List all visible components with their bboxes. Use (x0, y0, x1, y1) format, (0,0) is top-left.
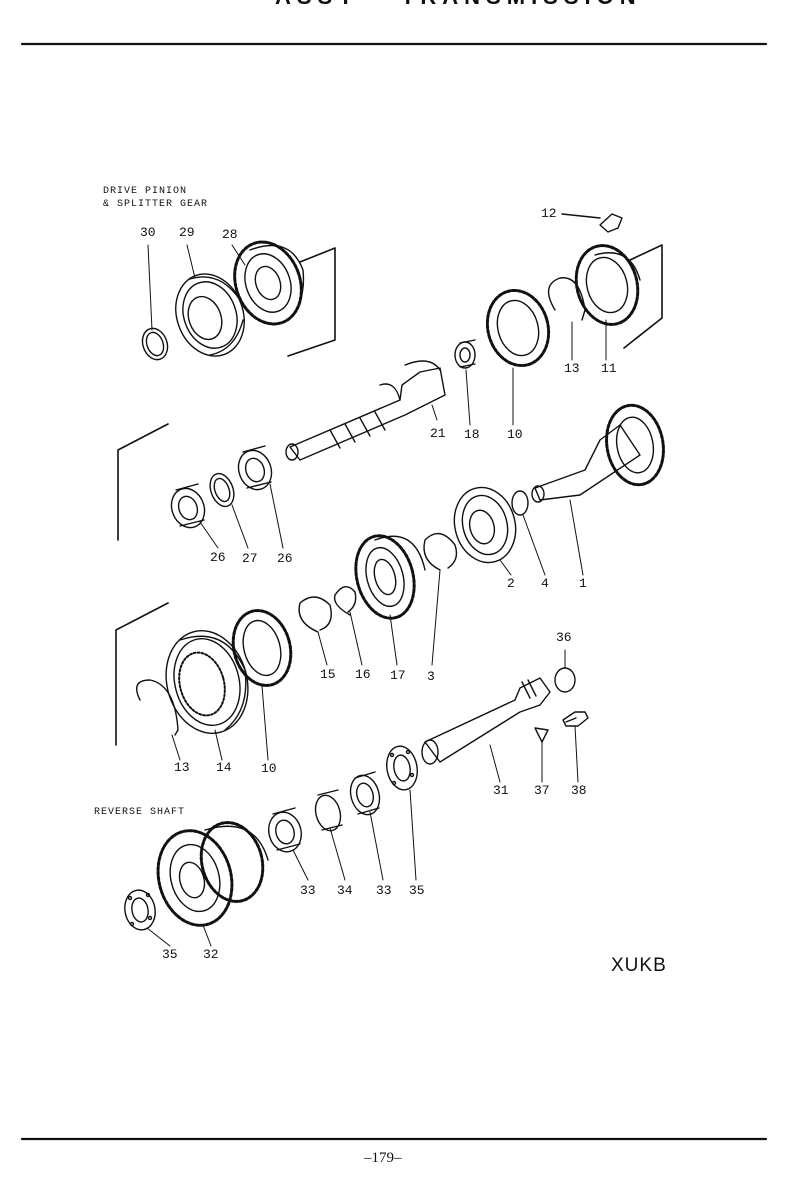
callout-3: 3 (427, 669, 435, 684)
page-number: –179– (364, 1150, 402, 1166)
callout-13-lower: 13 (174, 760, 190, 775)
callout-31: 31 (493, 783, 509, 798)
callout-27: 27 (242, 551, 258, 566)
part-38-bolt (562, 711, 589, 727)
callout-14: 14 (216, 760, 232, 775)
callout-4: 4 (541, 576, 549, 591)
callout-38: 38 (571, 783, 587, 798)
part-35-thrust-washer-right (386, 745, 418, 791)
section-label-drive-pinion: DRIVE PINION (103, 186, 188, 197)
part-35-thrust-washer-left (124, 889, 156, 931)
part-21-drive-pinion-shaft (285, 360, 446, 461)
part-11-gear (574, 244, 641, 326)
callout-10-upper: 10 (507, 427, 523, 442)
part-33-needle-bearing-left (268, 807, 302, 853)
callout-12: 12 (541, 206, 557, 221)
callout-2: 2 (507, 576, 515, 591)
part-33-needle-bearing-right (349, 771, 381, 816)
callout-30: 30 (140, 225, 156, 240)
part-26-needle-bearing-left (170, 483, 206, 529)
part-3-snap-ring (423, 532, 458, 571)
part-10-synchro-ring-lower (231, 609, 293, 687)
part-13-ring-upper (547, 277, 586, 321)
callout-32: 32 (203, 947, 219, 962)
callout-28: 28 (222, 227, 238, 242)
callout-21: 21 (430, 426, 446, 441)
callout-33-left: 33 (300, 883, 316, 898)
part-36-o-ring (554, 667, 576, 693)
header-title: ASSY – TRANSMISSION (275, 0, 642, 10)
part-17-gear (354, 534, 426, 620)
callout-33-right: 33 (376, 883, 392, 898)
callout-1: 1 (579, 576, 587, 591)
part-15-ring (298, 596, 332, 633)
part-18-needle-bearing (454, 339, 476, 369)
section-label-reverse-shaft: REVERSE SHAFT (94, 807, 186, 818)
part-1-main-shaft (531, 403, 665, 503)
callout-26-right: 26 (277, 551, 293, 566)
part-29-bearing (175, 273, 245, 357)
part-27-ring (209, 472, 235, 508)
part-14-sleeve (165, 630, 249, 734)
part-16-ring (333, 586, 357, 616)
part-32-reverse-gear (156, 821, 269, 927)
drawing-code: XUKB (611, 955, 667, 976)
callout-18: 18 (464, 427, 480, 442)
part-13-ring-lower (136, 679, 179, 736)
callout-35-left: 35 (162, 947, 178, 962)
callout-17: 17 (390, 668, 406, 683)
section-label-splitter-gear: & SPLITTER GEAR (103, 199, 209, 210)
callout-16: 16 (355, 667, 371, 682)
part-4-o-ring (511, 490, 529, 516)
callout-15: 15 (320, 667, 336, 682)
part-31-shaft (421, 677, 551, 765)
callout-35-right: 35 (409, 883, 425, 898)
callout-37: 37 (534, 783, 550, 798)
part-12-clip (561, 213, 623, 233)
callout-26-left: 26 (210, 550, 226, 565)
callout-11: 11 (601, 361, 617, 376)
part-37-lock-plate (534, 727, 549, 743)
part-34-spacer (314, 789, 343, 832)
callout-36: 36 (556, 630, 572, 645)
part-30-snap-ring (141, 327, 169, 361)
part-10-synchro-ring-upper (485, 288, 551, 368)
callout-13-upper: 13 (564, 361, 580, 376)
part-2-bearing (453, 486, 517, 564)
callout-29: 29 (179, 225, 195, 240)
part-28-gear (233, 240, 305, 326)
part-26-needle-bearing-right (237, 445, 273, 491)
callout-10-lower: 10 (261, 761, 277, 776)
callout-34: 34 (337, 883, 353, 898)
